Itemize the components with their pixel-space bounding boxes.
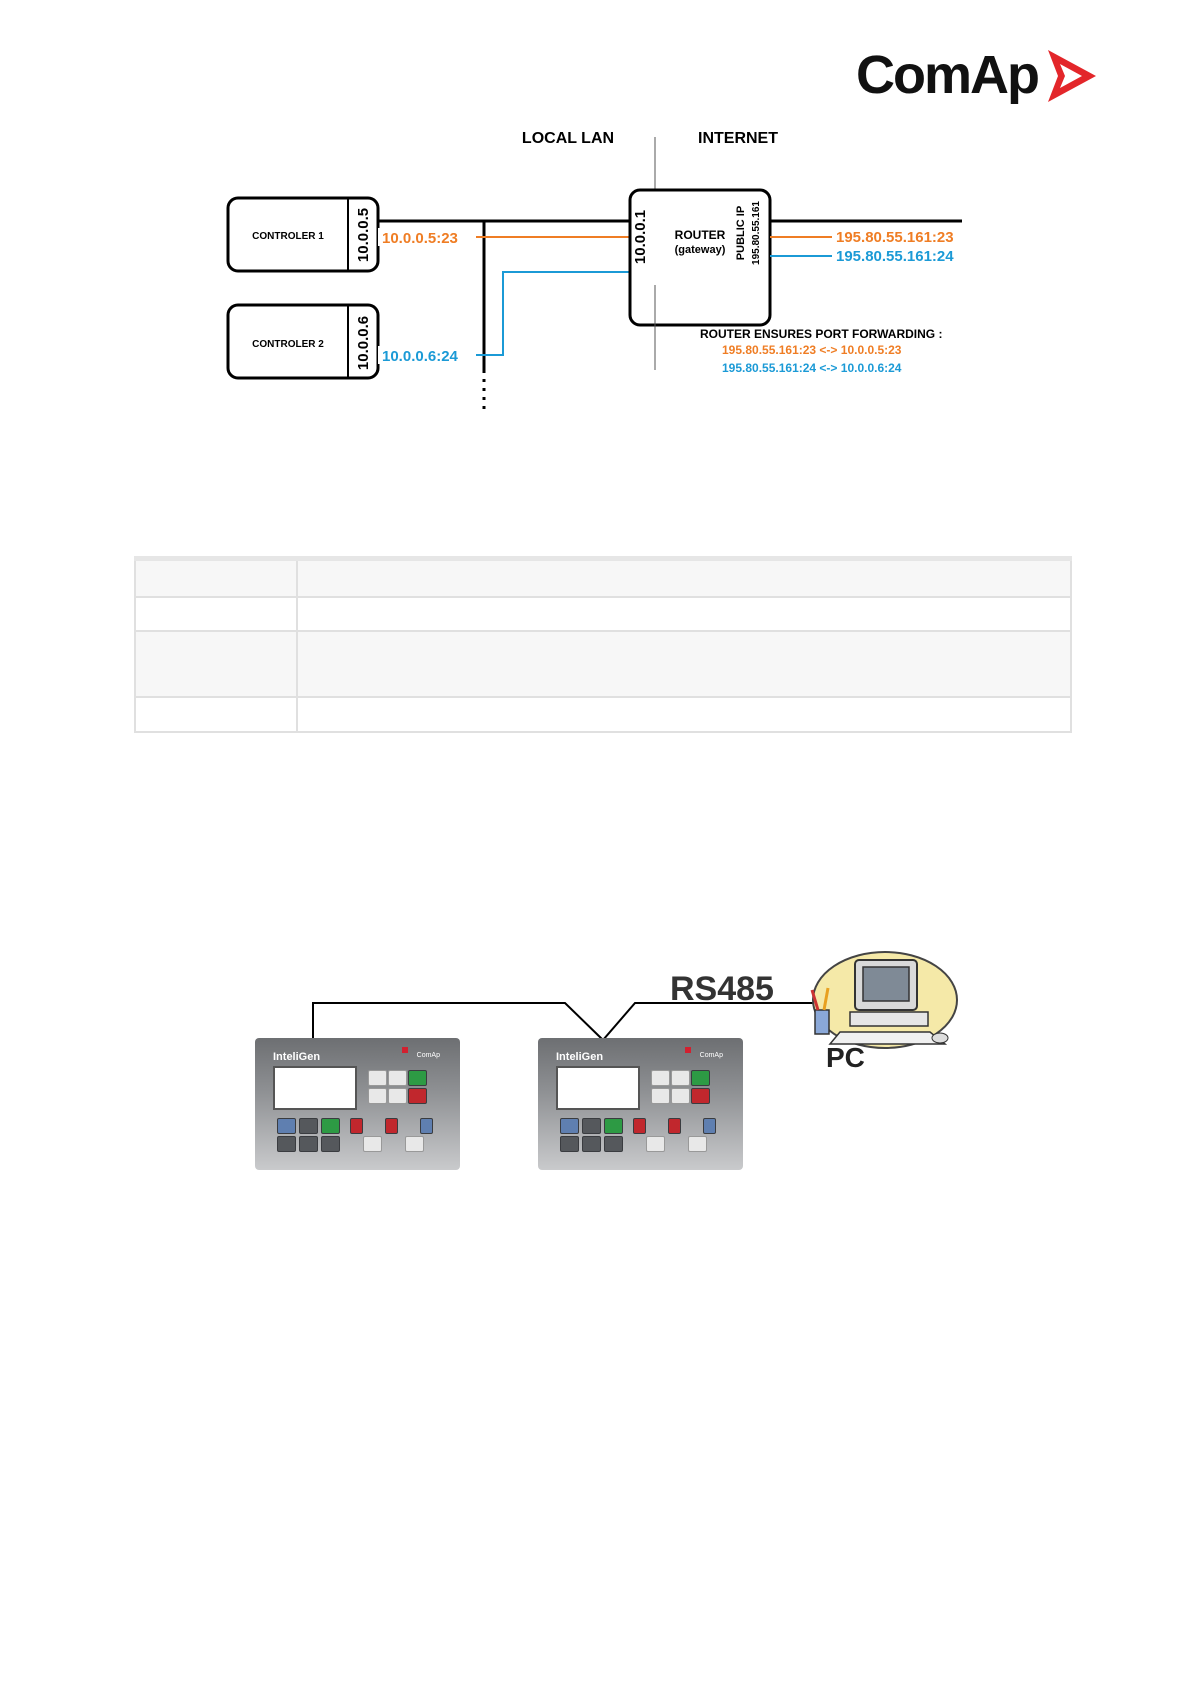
panel-button <box>368 1070 387 1086</box>
table-cell <box>296 630 1072 698</box>
panel-button <box>604 1118 623 1134</box>
local-lan-label: LOCAL LAN <box>522 130 614 147</box>
rs485-bus-wires <box>312 1002 818 1042</box>
panel-screen <box>273 1066 357 1110</box>
panel-button <box>299 1118 318 1134</box>
table-row <box>134 630 1072 698</box>
panel-screen <box>556 1066 640 1110</box>
table-row <box>134 557 1072 598</box>
public-port-23: 195.80.55.161:23 <box>836 229 954 246</box>
panel-button <box>321 1118 340 1134</box>
table-cell <box>296 696 1072 733</box>
panel-button <box>671 1070 690 1086</box>
panel-button <box>363 1136 382 1152</box>
controller1-port: 10.0.0.5:23 <box>382 230 458 247</box>
panel-button <box>405 1136 424 1152</box>
panel-button <box>299 1136 318 1152</box>
rs485-diagram: InteliGen ComAp InteliGen ComAp <box>240 930 980 1180</box>
panel-breaker-icon <box>703 1118 716 1134</box>
public-ip-value: 195.80.55.161 <box>751 201 762 265</box>
table-cell <box>134 630 298 698</box>
table-cell <box>296 596 1072 632</box>
forwarding-title: ROUTER ENSURES PORT FORWARDING : <box>700 327 942 341</box>
table-cell <box>134 596 298 632</box>
router-sublabel: (gateway) <box>675 244 726 256</box>
panel-start-button <box>408 1070 427 1086</box>
panel-maker-mark-icon <box>402 1047 408 1053</box>
panel-maker-mark-icon <box>685 1047 691 1053</box>
panel-button <box>368 1088 387 1104</box>
controller2-label: CONTROLER 2 <box>252 339 324 350</box>
panel-maker: ComAp <box>699 1052 723 1059</box>
router-box <box>628 188 772 327</box>
panel-button <box>277 1118 296 1134</box>
table-cell <box>134 557 298 598</box>
controller-panel-2: InteliGen ComAp <box>538 1038 743 1170</box>
panel-start-button <box>691 1070 710 1086</box>
info-table <box>134 556 1072 733</box>
router-label: ROUTER <box>675 228 726 242</box>
public-port-24: 195.80.55.161:24 <box>836 248 954 265</box>
forwarding-rule-1: 195.80.55.161:23 <-> 10.0.0.5:23 <box>722 343 902 357</box>
router-lan-ip: 10.0.0.1 <box>632 210 649 264</box>
panel-button <box>651 1088 670 1104</box>
public-ip-label: PUBLIC IP <box>735 206 747 260</box>
panel-brand: InteliGen <box>273 1051 321 1063</box>
comap-logo: ComAp <box>856 40 1106 110</box>
blue-link <box>378 271 630 356</box>
forwarding-rule-2: 195.80.55.161:24 <-> 10.0.0.6:24 <box>722 361 902 375</box>
table-row <box>134 696 1072 733</box>
panel-button <box>388 1088 407 1104</box>
internet-label: INTERNET <box>698 130 778 147</box>
rs485-label: RS485 <box>670 970 774 1008</box>
controller1-ip: 10.0.0.5 <box>355 208 372 262</box>
panel-stop-button <box>408 1088 427 1104</box>
controller-panel-1: InteliGen ComAp <box>255 1038 460 1170</box>
logo-arrow-icon <box>1048 50 1096 102</box>
panel-maker: ComAp <box>416 1052 440 1059</box>
panel-button <box>582 1118 601 1134</box>
network-diagram: LOCAL LAN INTERNET CONTROLER 1 10.0.0.5 … <box>226 130 962 410</box>
table-row <box>134 596 1072 632</box>
table-cell <box>296 557 1072 598</box>
controller2-port: 10.0.0.6:24 <box>382 348 459 365</box>
panel-button <box>560 1136 579 1152</box>
panel-button <box>671 1088 690 1104</box>
panel-button <box>646 1136 665 1152</box>
panel-breaker-icon <box>420 1118 433 1134</box>
panel-brand: InteliGen <box>556 1051 604 1063</box>
panel-button <box>582 1136 601 1152</box>
controller2-ip: 10.0.0.6 <box>355 316 372 370</box>
panel-button <box>688 1136 707 1152</box>
panel-button <box>651 1070 670 1086</box>
panel-button <box>604 1136 623 1152</box>
panel-button <box>560 1118 579 1134</box>
panel-breaker-icon <box>668 1118 681 1134</box>
panel-button <box>277 1136 296 1152</box>
controller2-box <box>226 303 380 380</box>
panel-button <box>388 1070 407 1086</box>
panel-breaker-icon <box>385 1118 398 1134</box>
table-cell <box>134 696 298 733</box>
controller1-label: CONTROLER 1 <box>252 231 324 242</box>
panel-breaker-icon <box>350 1118 363 1134</box>
pc-label: PC <box>826 1042 865 1073</box>
pc-computer-icon <box>810 951 958 1049</box>
logo-text: ComAp <box>856 45 1040 105</box>
panel-breaker-icon <box>633 1118 646 1134</box>
panel-stop-button <box>691 1088 710 1104</box>
panel-button <box>321 1136 340 1152</box>
